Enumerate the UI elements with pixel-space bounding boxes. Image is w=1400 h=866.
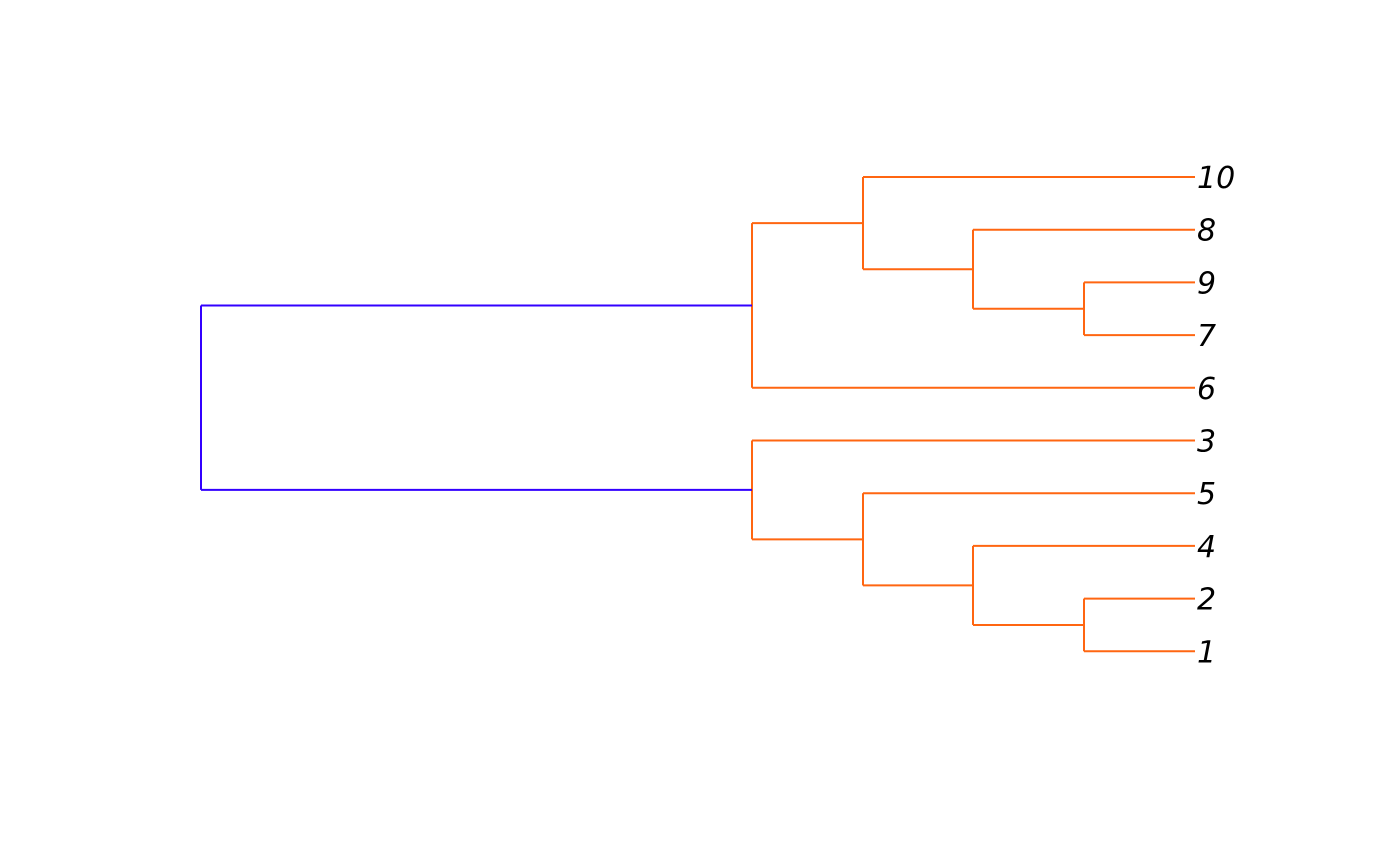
leaf-labels: 10 8 9 7 6 3 5 4 2 1 [1197, 161, 1235, 670]
leaf-label-1: 1 [1197, 635, 1216, 670]
leaf-label-2: 2 [1197, 583, 1216, 618]
leaf-label-5: 5 [1197, 477, 1216, 512]
leaf-label-3: 3 [1197, 425, 1216, 460]
leaf-label-7: 7 [1197, 319, 1216, 354]
leaf-label-9: 9 [1197, 266, 1216, 301]
leaf-label-4: 4 [1197, 530, 1216, 565]
leaf-label-6: 6 [1197, 372, 1216, 407]
dendrogram-links [200, 176, 1195, 653]
leaf-label-10: 10 [1197, 161, 1235, 196]
leaf-label-8: 8 [1197, 214, 1216, 249]
